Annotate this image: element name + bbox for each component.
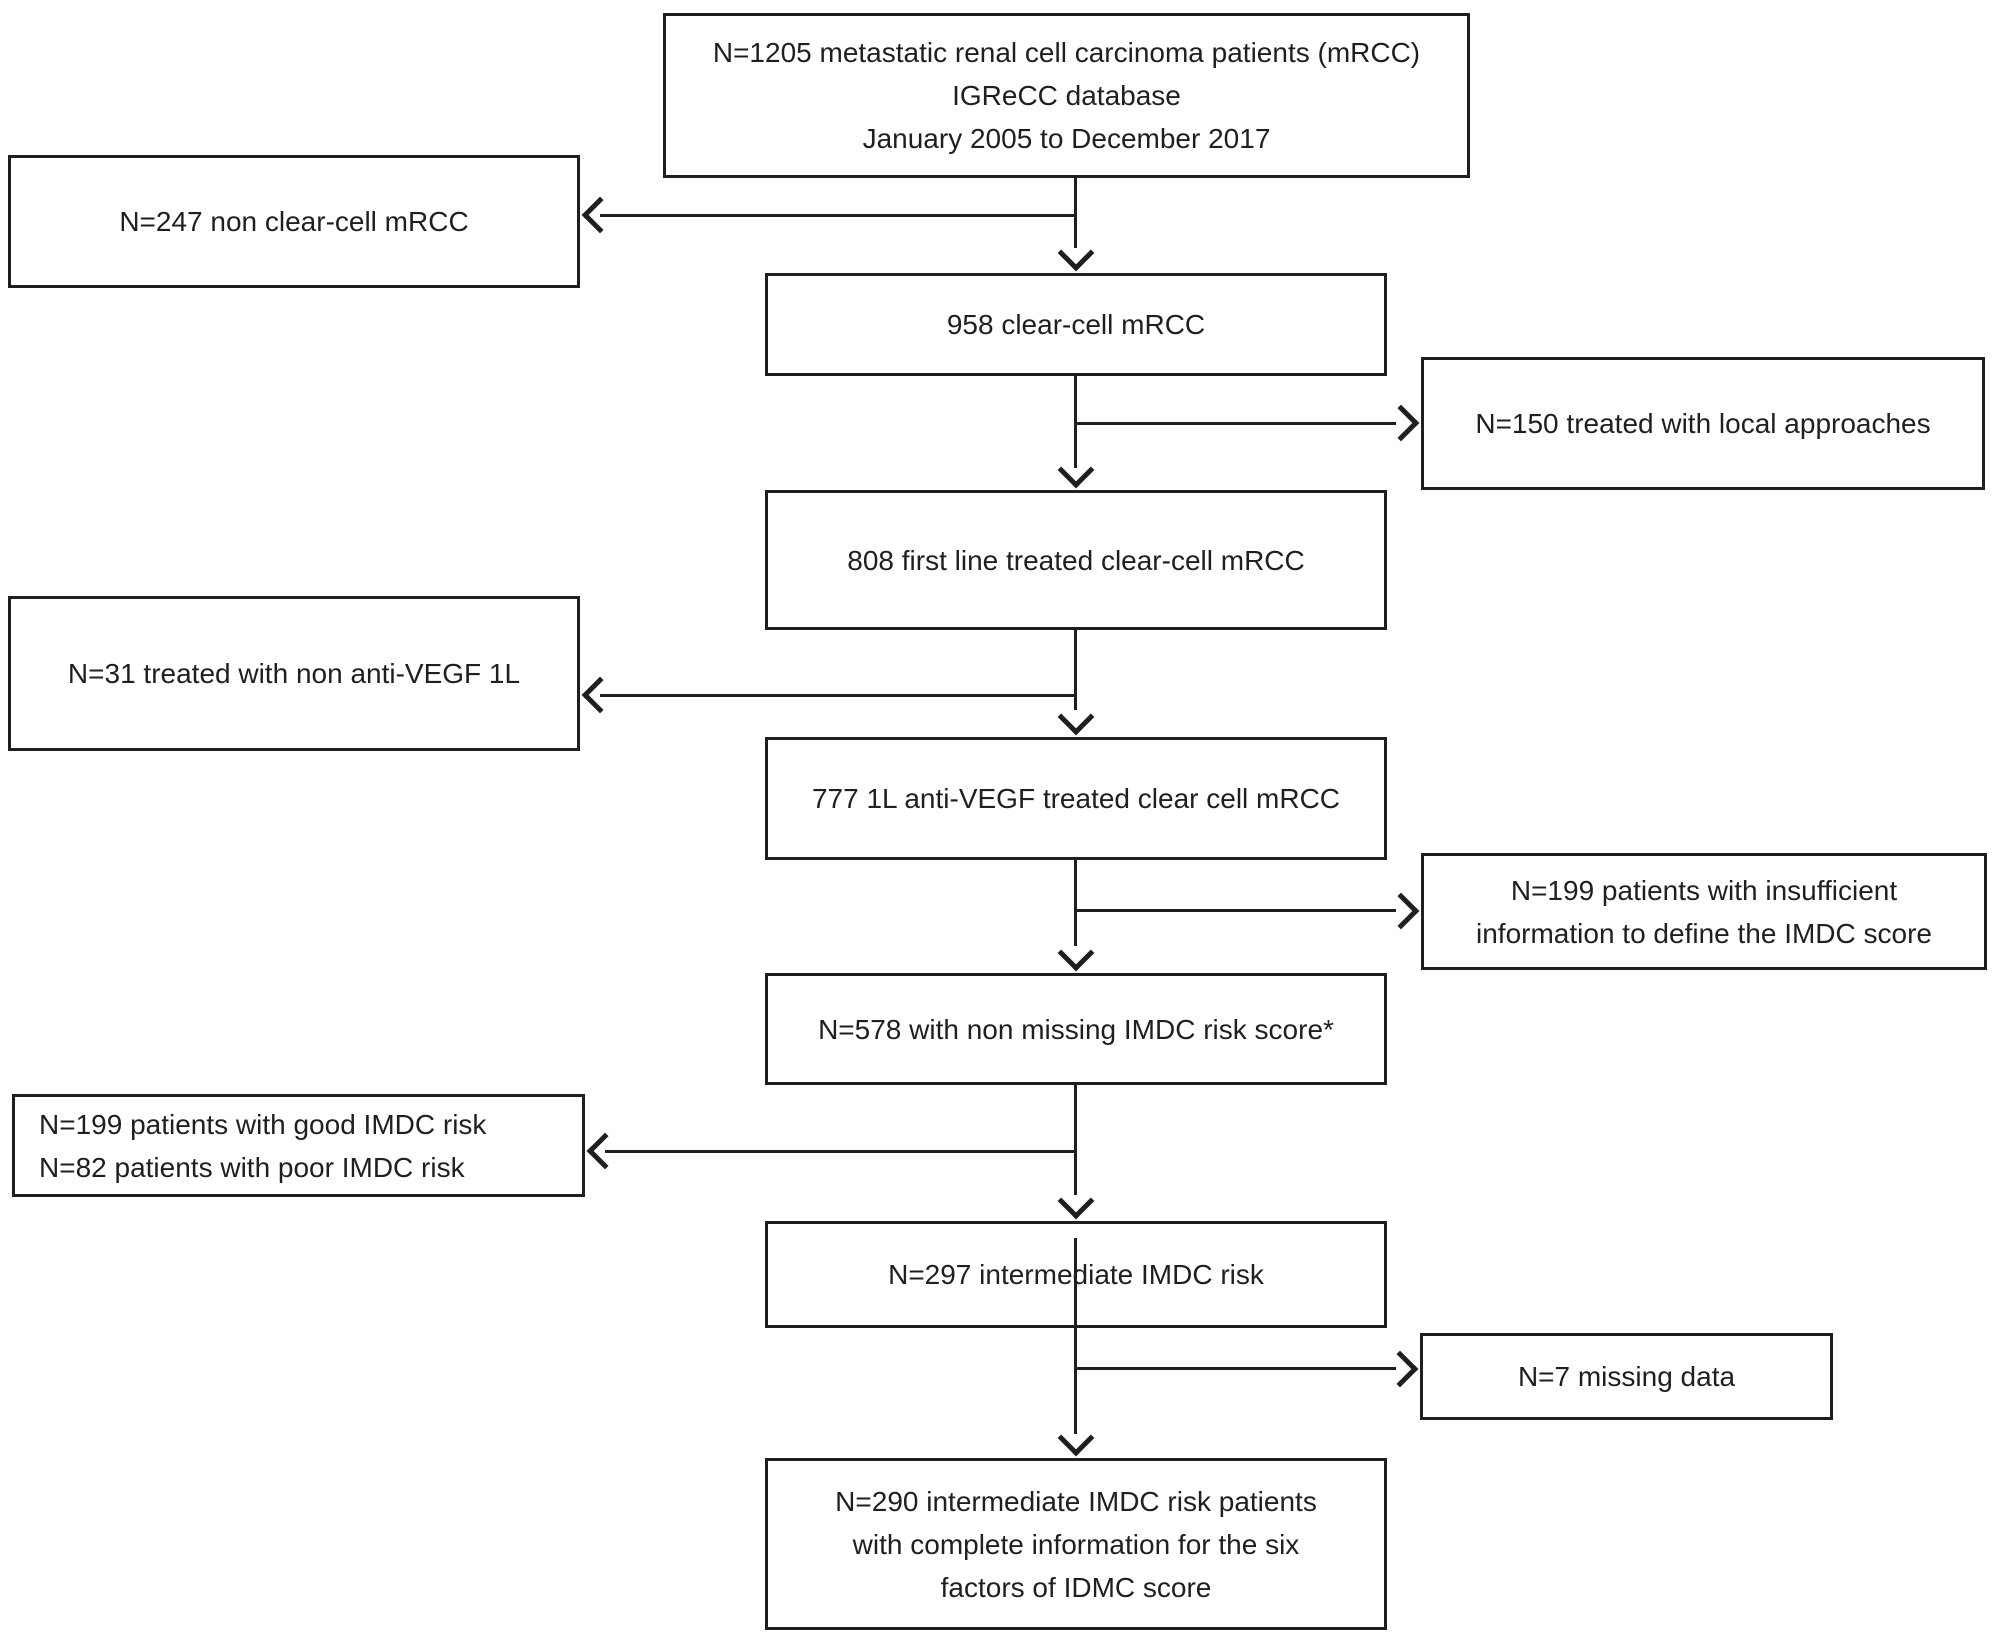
- arrow-right-icon: [1381, 1350, 1419, 1388]
- branch-to-insufficient-info: [1076, 909, 1396, 912]
- node-text-line: with complete information for the six: [852, 1528, 1300, 1560]
- connector-clear-cell-to-first-line: [1074, 376, 1077, 468]
- arrow-right-icon: [1382, 892, 1420, 930]
- node-excluded-insufficient-info: N=199 patients with insufficient informa…: [1421, 853, 1987, 970]
- node-excluded-non-clear-cell: N=247 non clear-cell mRCC: [8, 155, 580, 288]
- node-text-line: 808 first line treated clear-cell mRCC: [847, 544, 1305, 576]
- arrow-left-icon: [581, 676, 619, 714]
- node-text-line: 777 1L anti-VEGF treated clear cell mRCC: [811, 783, 1341, 814]
- node-initial-cohort: N=1205 metastatic renal cell carcinoma p…: [663, 13, 1470, 178]
- arrow-down-icon: [1057, 451, 1095, 489]
- arrow-right-icon: [1382, 404, 1420, 442]
- node-clear-cell: 958 clear-cell mRCC: [765, 273, 1387, 376]
- node-non-missing-imdc-score: N=578 with non missing IMDC risk score*: [765, 973, 1387, 1085]
- arrow-down-icon: [1057, 1182, 1095, 1220]
- arrow-down-icon: [1057, 698, 1095, 736]
- node-excluded-non-anti-vegf: N=31 treated with non anti-VEGF 1L: [8, 596, 580, 751]
- node-excluded-good-poor-risk: N=199 patients with good IMDC risk N=82 …: [12, 1094, 585, 1197]
- node-text-line: information to define the IMDC score: [1476, 917, 1932, 949]
- node-first-line-treated: 808 first line treated clear-cell mRCC: [765, 490, 1387, 630]
- node-text-line: N=290 intermediate IMDC risk patients: [835, 1485, 1317, 1517]
- branch-to-local-approaches: [1076, 422, 1396, 425]
- node-excluded-local-approaches: N=150 treated with local approaches: [1421, 357, 1985, 490]
- branch-to-good-poor-risk: [605, 1150, 1076, 1153]
- node-text-line: N=578 with non missing IMDC risk score*: [818, 1013, 1334, 1045]
- node-text-line: N=199 patients with insufficient: [1510, 874, 1898, 906]
- node-text-line: N=7 missing data: [1517, 1361, 1736, 1392]
- connector-intermediate-to-final: [1074, 1238, 1077, 1434]
- node-text-line: IGReCC database: [952, 80, 1181, 111]
- branch-to-non-anti-vegf: [600, 694, 1076, 697]
- node-anti-vegf-treated: 777 1L anti-VEGF treated clear cell mRCC: [765, 737, 1387, 860]
- branch-to-non-clear-cell: [600, 214, 1076, 217]
- node-final-cohort: N=290 intermediate IMDC risk patients wi…: [765, 1458, 1387, 1630]
- connector-first-line-to-anti-vegf: [1074, 630, 1077, 710]
- node-excluded-missing-data: N=7 missing data: [1420, 1333, 1833, 1420]
- node-text-line: N=1205 metastatic renal cell carcinoma p…: [712, 37, 1421, 68]
- arrow-left-icon: [586, 1132, 624, 1170]
- node-text-line: 958 clear-cell mRCC: [946, 309, 1206, 340]
- node-text-line: N=150 treated with local approaches: [1475, 408, 1931, 439]
- arrow-left-icon: [581, 196, 619, 234]
- node-text-line: N=31 treated with non anti-VEGF 1L: [67, 658, 521, 689]
- connector-non-missing-to-intermediate: [1074, 1085, 1077, 1195]
- node-text-line: N=82 patients with poor IMDC risk: [39, 1151, 465, 1183]
- connector-initial-to-clear-cell: [1074, 178, 1077, 248]
- node-text-line: factors of IDMC score: [940, 1571, 1212, 1603]
- node-text-line: N=247 non clear-cell mRCC: [119, 206, 469, 237]
- connector-anti-vegf-to-non-missing: [1074, 860, 1077, 946]
- arrow-down-icon: [1057, 1419, 1095, 1457]
- node-text-line: N=199 patients with good IMDC risk: [39, 1108, 487, 1140]
- node-text-line: January 2005 to December 2017: [862, 123, 1271, 154]
- branch-to-missing-data: [1076, 1367, 1396, 1370]
- arrow-down-icon: [1057, 234, 1095, 272]
- arrow-down-icon: [1057, 934, 1095, 972]
